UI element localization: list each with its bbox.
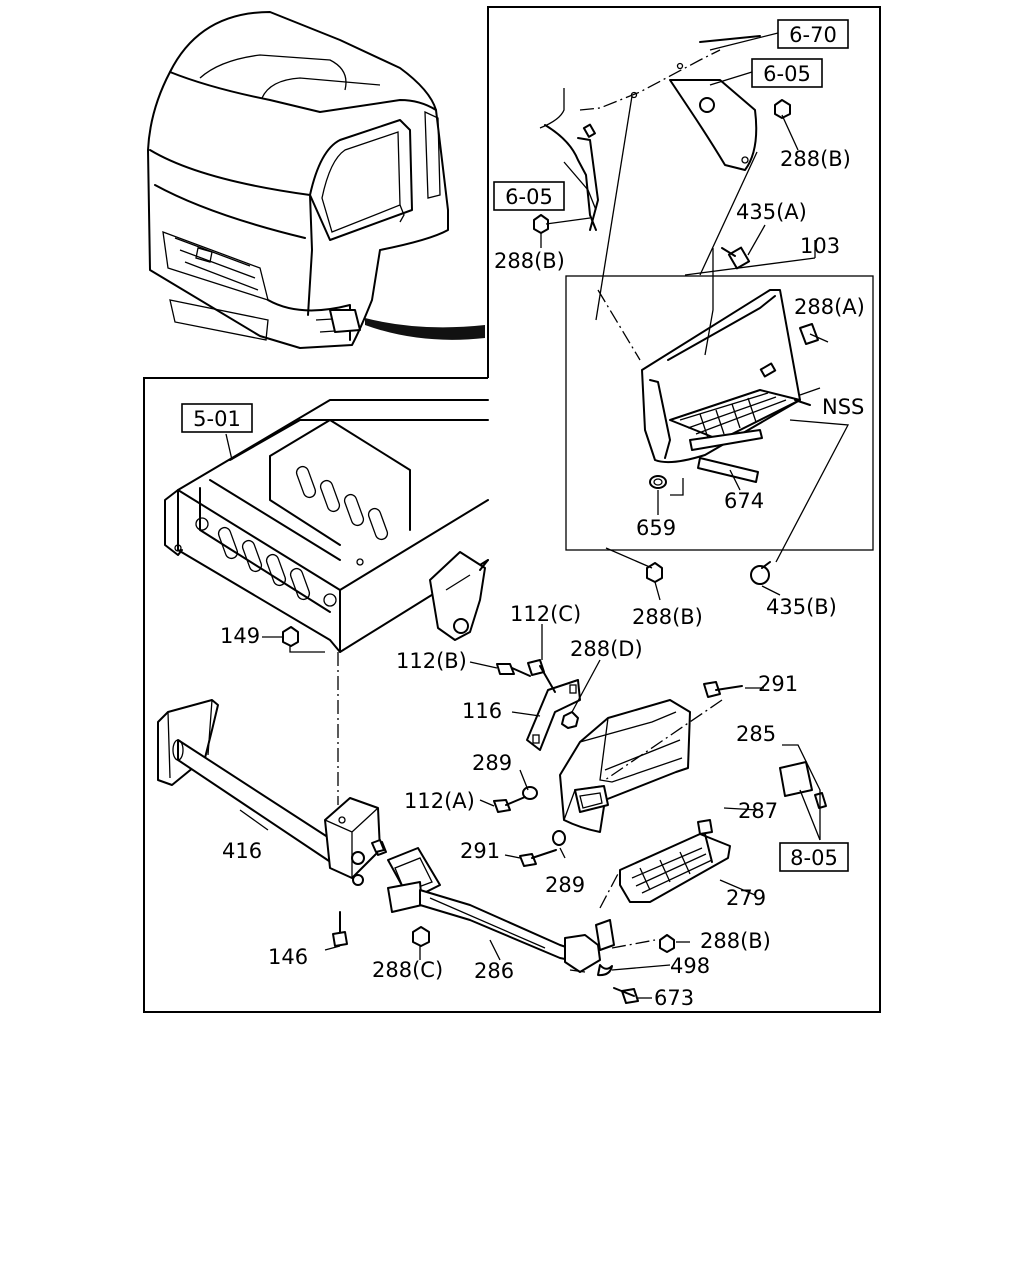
part-label: 673 [654,986,694,1010]
side-step-assembly [641,289,829,496]
ref-label: 6-05 [505,185,553,209]
part-label: 288(D) [570,637,643,661]
part-label: 288(B) [494,249,565,273]
part-label: 288(C) [372,958,443,982]
ref-label: 5-01 [193,407,241,431]
step-assembly-frame [565,275,874,551]
part-label: 291 [758,672,798,696]
part-label: 286 [474,959,514,983]
lower-fasteners [282,626,743,1004]
part-label: 288(B) [780,147,851,171]
part-label: 289 [472,751,512,775]
part-label: NSS [822,395,864,419]
upper-fasteners [533,99,791,585]
ref-label: 8-05 [790,846,838,870]
part-label: 112(C) [510,602,581,626]
part-label: 674 [724,489,764,513]
part-label: 288(A) [794,295,865,319]
part-label: 435(B) [766,595,837,619]
part-label: 287 [738,799,778,823]
part-label: 285 [736,722,776,746]
lower-step-assembly [157,679,827,977]
part-label: 288(B) [632,605,703,629]
nut-288b-upper [774,99,791,119]
diagram-frames [143,6,881,1013]
part-label: 112(A) [404,789,475,813]
ref-box-5-01[interactable]: 5-01 [181,403,253,433]
ref-label: 6-05 [763,62,811,86]
upper-brackets [539,35,761,361]
part-label: 659 [636,516,676,540]
upper-leaders [540,32,850,601]
part-label: 416 [222,839,262,863]
part-label: 103 [800,234,840,258]
part-label: 435(A) [736,200,807,224]
part-label: 289 [545,873,585,897]
part-label: 149 [220,624,260,648]
ref-box-6-05-right[interactable]: 6-05 [751,58,823,88]
part-label: 146 [268,945,308,969]
part-labels: 288(B) 435(A) 103 288(A) NSS 674 659 288… [220,147,865,1010]
part-label: 116 [462,699,502,723]
ref-box-8-05[interactable]: 8-05 [779,842,849,872]
ref-box-6-70[interactable]: 6-70 [777,19,849,49]
part-label: 279 [726,886,766,910]
part-label: 288(B) [700,929,771,953]
truck-cab-illustration [147,11,485,349]
part-label: 112(B) [396,649,467,673]
part-label: 498 [670,954,710,978]
ref-box-6-05-left[interactable]: 6-05 [493,181,565,211]
part-label: 291 [460,839,500,863]
chassis-frame [164,399,489,653]
ref-label: 6-70 [789,23,837,47]
lower-leaders [225,433,821,999]
